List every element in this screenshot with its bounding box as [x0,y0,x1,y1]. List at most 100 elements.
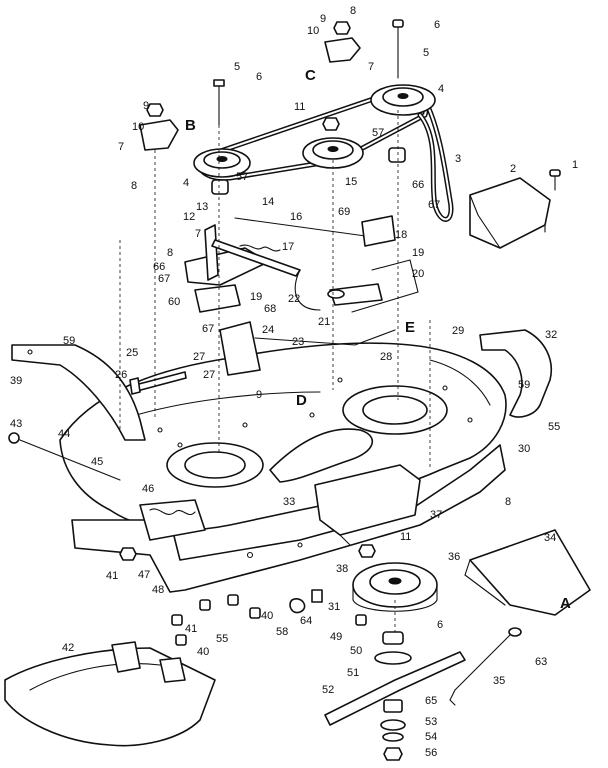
callout-6: 6 [437,619,443,631]
callout-55: 55 [216,633,228,645]
callout-9: 9 [256,389,262,401]
spacer-57-left [211,179,229,195]
callout-39: 39 [10,375,22,387]
pulley-4-right [370,84,436,116]
callout-26: 26 [115,369,127,381]
bumper-39 [11,344,146,441]
callout-54: 54 [425,731,437,743]
callout-17: 17 [282,241,294,253]
callout-31: 31 [328,601,340,613]
callout-4: 4 [183,177,189,189]
callout-27: 27 [203,369,215,381]
callout-36: 36 [448,551,460,563]
callout-6: 6 [256,71,262,83]
nut-11-bottom [358,544,376,558]
callout-41: 41 [106,570,118,582]
callout-12: 12 [183,211,195,223]
callout-59: 59 [518,379,530,391]
nut-9-top [333,21,351,35]
callout-19: 19 [412,247,424,259]
callout-65: 65 [425,695,437,707]
bolt-5-right [392,19,404,79]
bracket-19-upper [361,215,396,247]
callout-59: 59 [63,335,75,347]
callout-16: 16 [290,211,302,223]
callout-41: 41 [185,623,197,635]
callout-49: 49 [330,631,342,643]
callout-38: 38 [336,563,348,575]
callout-37: 37 [430,509,442,521]
callout-8: 8 [131,180,137,192]
belt-guard-2 [469,177,551,249]
bracket-10-top [324,37,361,63]
section-letter-d: D [296,392,307,409]
callout-51: 51 [347,667,359,679]
discharge-chute-34 [464,529,591,616]
bolt-5-left [213,79,225,126]
callout-69: 69 [338,206,350,218]
callout-40: 40 [197,646,209,658]
callout-28: 28 [380,351,392,363]
callout-25: 25 [126,347,138,359]
callout-7: 7 [368,61,374,73]
callout-13: 13 [196,201,208,213]
callout-68: 68 [264,303,276,315]
callout-45: 45 [91,456,103,468]
callout-66: 66 [153,261,165,273]
callout-4: 4 [438,83,444,95]
callout-19: 19 [250,291,262,303]
callout-20: 20 [412,268,424,280]
callout-53: 53 [425,716,437,728]
callout-30: 30 [518,443,530,455]
callout-6: 6 [434,19,440,31]
spindle-stack [374,631,412,665]
callout-52: 52 [322,684,334,696]
callout-42: 42 [62,642,74,654]
callout-47: 47 [138,569,150,581]
callout-35: 35 [493,675,505,687]
callout-11: 11 [294,101,305,113]
callout-32: 32 [545,329,557,341]
callout-57: 57 [372,127,384,139]
pulley-4-left [193,148,251,178]
callout-3: 3 [455,153,461,165]
callout-48: 48 [152,584,164,596]
callout-15: 15 [345,176,357,188]
callout-67: 67 [158,273,170,285]
callout-21: 21 [318,316,330,328]
bracket-10-left [139,119,179,151]
callout-7: 7 [118,141,124,153]
callout-58: 58 [276,626,288,638]
adjusting-rod-23 [219,321,396,376]
callout-46: 46 [142,483,154,495]
callout-8: 8 [167,247,173,259]
callout-9: 9 [320,13,326,25]
callout-5: 5 [234,61,240,73]
callout-11: 11 [400,531,411,543]
callout-23: 23 [292,336,304,348]
callout-2: 2 [510,163,516,175]
callout-33: 33 [283,496,295,508]
mower-belt [417,97,454,222]
screw-1 [549,169,561,191]
callout-50: 50 [350,645,362,657]
callout-10: 10 [307,25,319,37]
rod-17-22 [294,269,383,311]
callout-60: 60 [168,296,180,308]
callout-44: 44 [58,428,70,440]
spring-14-16 [211,217,381,277]
nut-9-left [146,103,164,117]
callout-27: 27 [193,351,205,363]
spacer-57-right [388,147,406,163]
callout-7: 7 [195,228,201,240]
callout-5: 5 [423,47,429,59]
callout-9: 9 [143,100,149,112]
callout-55: 55 [548,421,560,433]
rod-35 [449,627,522,706]
callout-29: 29 [452,325,464,337]
callout-40: 40 [261,610,273,622]
callout-14: 14 [262,196,274,208]
blade-adapter-36 [352,562,438,612]
